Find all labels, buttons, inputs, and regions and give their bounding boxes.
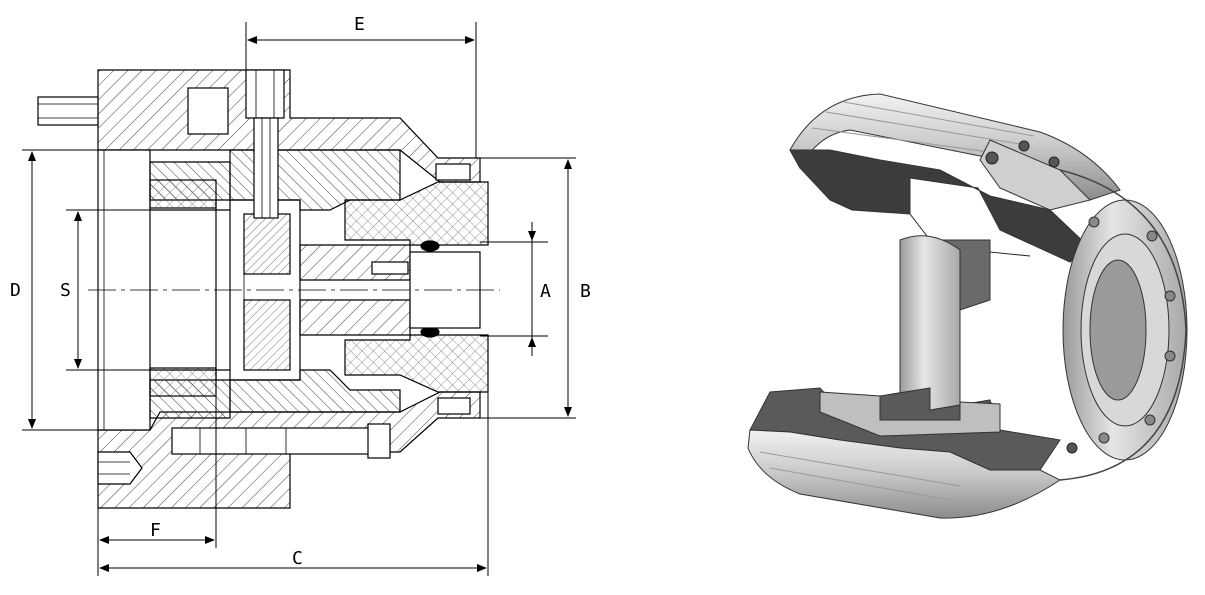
label-a: A — [540, 281, 551, 302]
stud-bolt-upper — [37, 96, 99, 126]
label-f: F — [150, 520, 161, 541]
front-ring-edge — [1059, 169, 1187, 481]
mid-body-lower — [229, 369, 401, 413]
front-bore — [1089, 259, 1147, 401]
nut-upper — [187, 87, 229, 135]
collet-upper — [344, 181, 489, 246]
screw-top — [245, 69, 285, 119]
label-b: B — [580, 281, 591, 302]
dimension-labels: E D S A B F C — [10, 14, 591, 569]
dimension-lines — [22, 22, 576, 576]
collet-lower — [344, 334, 489, 393]
section-drawing — [37, 69, 500, 509]
lower-inner-sleeve — [819, 391, 1001, 437]
label-e: E — [354, 14, 365, 35]
outer-housing-bottom — [747, 429, 1061, 519]
flange-holes — [1088, 216, 1176, 444]
cutaway-render — [747, 93, 1188, 519]
bolt-lower — [171, 427, 391, 455]
collet-pin — [371, 261, 409, 275]
label-d: D — [10, 280, 21, 301]
label-s: S — [60, 280, 71, 301]
bolt-lower-head — [97, 451, 143, 485]
label-c: C — [292, 548, 303, 569]
upper-cut-face — [789, 149, 1091, 263]
o-ring-upper — [420, 240, 440, 252]
